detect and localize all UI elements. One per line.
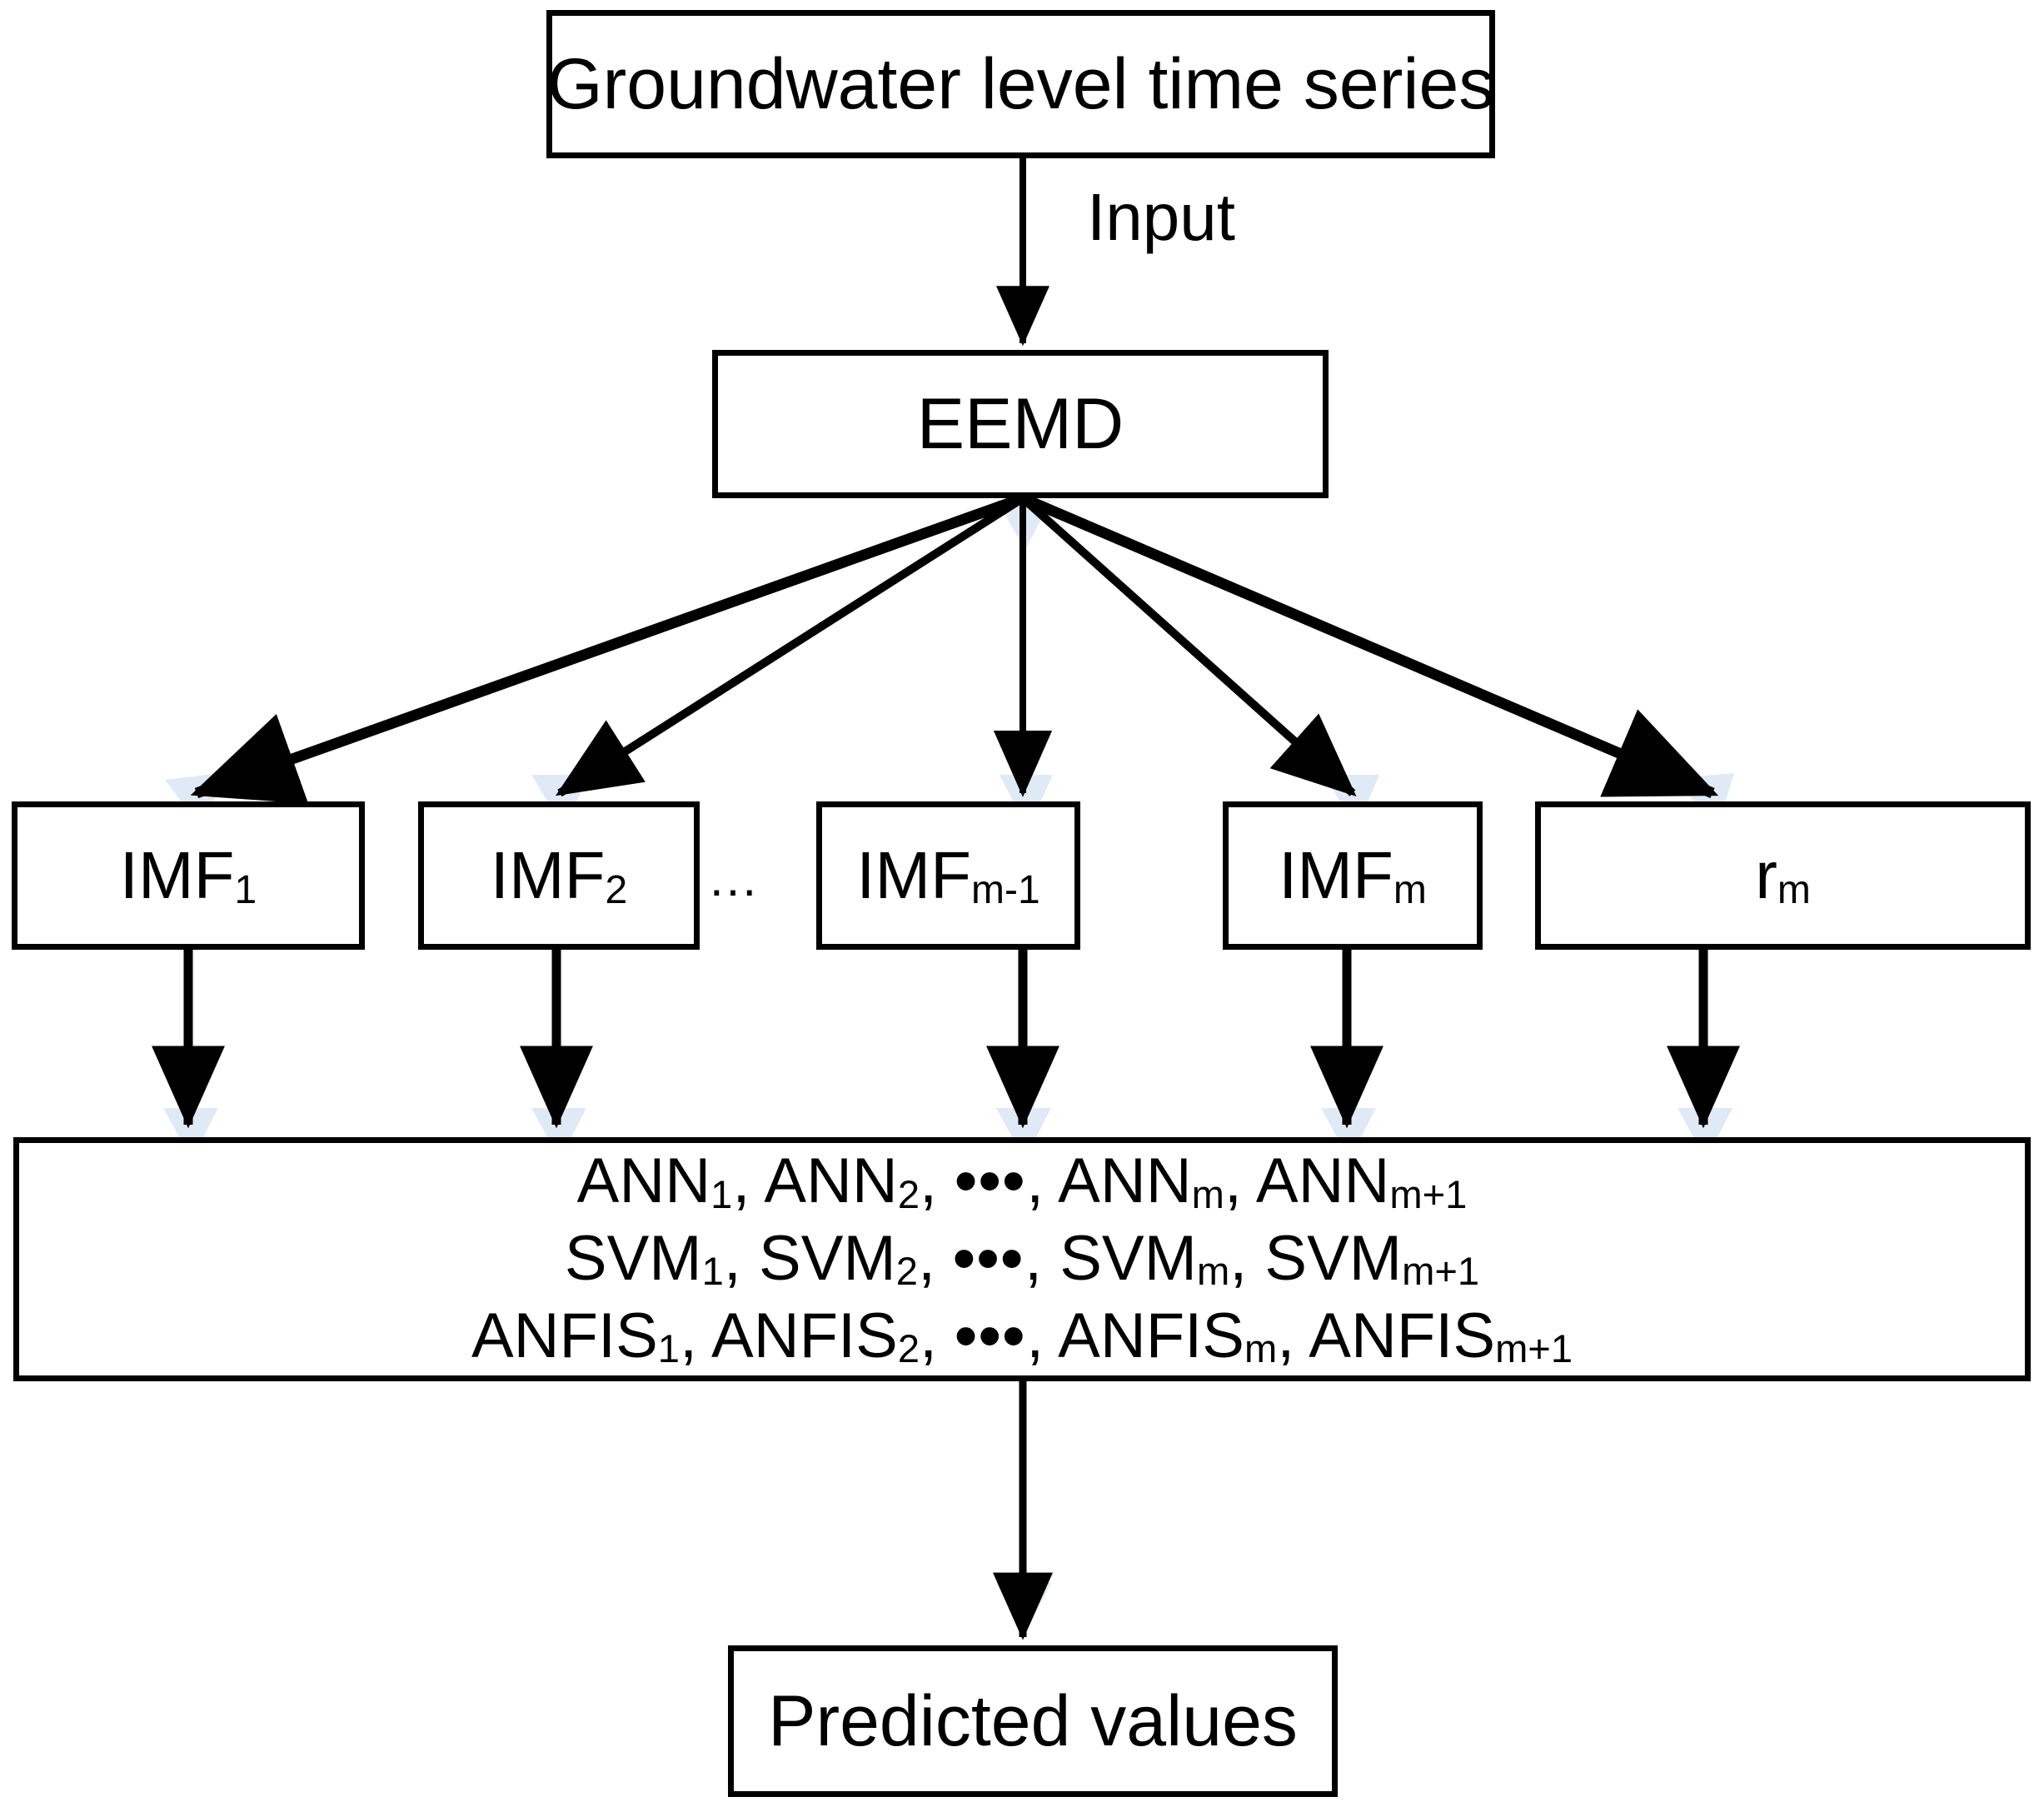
edge-input-label: Input [1087, 180, 1235, 254]
edge-eemd-to-rm [1020, 493, 1719, 798]
model-anfis-sub-m: m [1244, 1325, 1278, 1370]
node-component-imf1[interactable]: IMF1 [12, 801, 365, 950]
model-svm-name-m: SVM [1059, 1223, 1197, 1295]
node-component-imf2[interactable]: IMF2 [418, 801, 700, 950]
model-svm-name-m1: SVM [1264, 1223, 1403, 1295]
node-groundwater-time-series-label: Groundwater level time series [546, 43, 1495, 124]
node-component-imf2-label: IMF2 [491, 841, 627, 911]
model-anfis-sub-2: 2 [897, 1325, 920, 1370]
node-eemd[interactable]: EEMD [712, 350, 1329, 498]
node-component-imf1-label: IMF1 [120, 841, 257, 911]
node-component-imf-m-minus-1[interactable]: IMFm-1 [816, 801, 1080, 950]
component-sub-2: m-1 [971, 868, 1040, 913]
node-component-imf-m-label: IMFm [1279, 841, 1427, 911]
node-component-imf-m-minus-1-label: IMFm-1 [856, 841, 1039, 911]
model-anfis-dots: ••• [955, 1300, 1027, 1371]
model-row-ann: ANN1, ANN2, •••, ANNm, ANNm+1 [576, 1146, 1468, 1217]
model-ann-dots: ••• [955, 1146, 1027, 1217]
model-ann-name-m1: ANN [1255, 1146, 1390, 1217]
component-base-4: r [1755, 838, 1777, 912]
edge-eemd-to-imf1 [190, 492, 1025, 804]
model-ann-name-1: ANN [576, 1146, 711, 1217]
node-predicted-values-label: Predicted values [768, 1680, 1298, 1761]
model-svm-sub-1: 1 [701, 1249, 724, 1294]
component-base-2: IMF [856, 838, 972, 912]
edge-eemd-to-imfm [1020, 495, 1357, 796]
model-svm-dots: ••• [953, 1223, 1024, 1295]
model-anfis-name-2: ANFIS [711, 1300, 898, 1371]
model-anfis-name-m: ANFIS [1058, 1300, 1244, 1371]
model-anfis-sub-1: 1 [657, 1325, 680, 1370]
model-ann-name-m: ANN [1058, 1146, 1192, 1217]
model-anfis-sub-m1: m+1 [1495, 1325, 1573, 1370]
model-ann-sub-m1: m+1 [1389, 1171, 1468, 1216]
arrow-shadows [163, 500, 1734, 1635]
model-anfis-name-m1: ANFIS [1309, 1300, 1496, 1371]
edge-eemd-to-imf2 [555, 494, 1025, 797]
node-component-imf-m[interactable]: IMFm [1223, 801, 1483, 950]
model-svm-name-2: SVM [759, 1223, 896, 1295]
node-groundwater-time-series[interactable]: Groundwater level time series [546, 10, 1495, 158]
model-svm-name-1: SVM [564, 1223, 702, 1295]
node-component-residual-rm[interactable]: rm [1535, 801, 2031, 950]
model-svm-sub-2: 2 [895, 1249, 918, 1294]
component-base-0: IMF [119, 838, 235, 912]
model-anfis-name-1: ANFIS [471, 1300, 658, 1371]
component-row-ellipsis: ... [710, 851, 760, 906]
model-row-svm: SVM1, SVM2, •••, SVMm, SVMm+1 [564, 1223, 1480, 1295]
component-sub-3: m [1393, 868, 1427, 913]
node-models-box[interactable]: ANN1, ANN2, •••, ANNm, ANNm+1 SVM1, SVM2… [13, 1137, 2031, 1381]
model-row-anfis: ANFIS1, ANFIS2, •••, ANFISm, ANFISm+1 [471, 1300, 1573, 1371]
node-predicted-values[interactable]: Predicted values [728, 1645, 1338, 1797]
component-sub-0: 1 [234, 868, 257, 913]
model-svm-sub-m: m [1196, 1249, 1230, 1294]
model-ann-sub-1: 1 [710, 1171, 733, 1216]
component-base-3: IMF [1279, 838, 1393, 912]
component-base-1: IMF [490, 838, 606, 912]
node-eemd-label: EEMD [916, 383, 1124, 464]
node-component-residual-rm-label: rm [1755, 841, 1811, 911]
model-ann-name-2: ANN [764, 1146, 898, 1217]
model-ann-sub-m: m [1191, 1171, 1224, 1216]
model-ann-sub-2: 2 [897, 1171, 920, 1216]
component-sub-4: m [1777, 868, 1811, 913]
model-svm-sub-m1: m+1 [1402, 1249, 1480, 1294]
component-sub-1: 2 [605, 868, 628, 913]
